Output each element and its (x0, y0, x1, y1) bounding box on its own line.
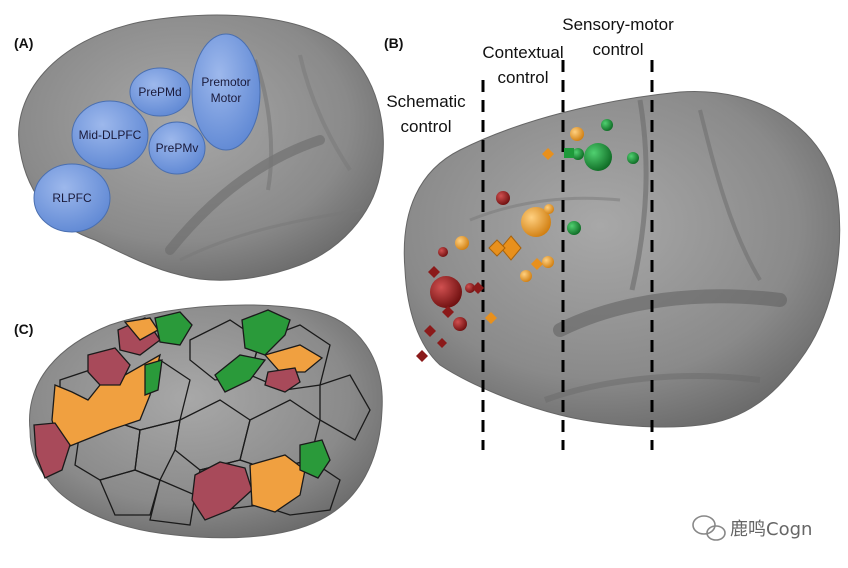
wechat-icon (692, 515, 726, 541)
contextual-label-line1: Contextual (482, 43, 563, 62)
panel-b: (B) Schematic control Contextual control… (384, 15, 841, 450)
schematic-label-line1: Schematic (386, 92, 466, 111)
region-premotor-line1: Premotor (201, 75, 250, 89)
panel-a-label: (A) (14, 35, 33, 51)
region-mid-dlpfc (71, 100, 149, 170)
region-prepmv (148, 121, 206, 175)
schematic-label-line2: control (400, 117, 451, 136)
region-premotor-motor (191, 33, 261, 151)
watermark-text: 鹿鸣Cogn (730, 519, 812, 540)
region-premotor-line2: Motor (211, 91, 242, 105)
sensory-label-line2: control (592, 40, 643, 59)
sensory-label-line1: Sensory-motor (562, 15, 674, 34)
watermark: 鹿鸣Cogn (692, 515, 812, 541)
panel-b-label: (B) (384, 35, 403, 51)
region-prepmv-label: PrePMv (156, 141, 199, 155)
panel-c: (C) (14, 304, 383, 539)
panel-a: (A) Premotor Motor PrePMd Mid-DLPFC PreP… (14, 14, 384, 281)
region-prepmd (129, 67, 191, 117)
colored-parcels (33, 309, 331, 521)
region-mid-dlpfc-label: Mid-DLPFC (79, 128, 142, 142)
panel-b-brain (403, 90, 841, 428)
contextual-label-line2: control (497, 68, 548, 87)
panel-c-label: (C) (14, 321, 33, 337)
region-rlpfc (33, 163, 111, 233)
sensory-markers (564, 119, 639, 235)
schematic-markers (416, 191, 510, 362)
region-rlpfc-label: RLPFC (52, 191, 92, 205)
region-prepmd-label: PrePMd (138, 85, 181, 99)
contextual-markers (455, 127, 584, 324)
